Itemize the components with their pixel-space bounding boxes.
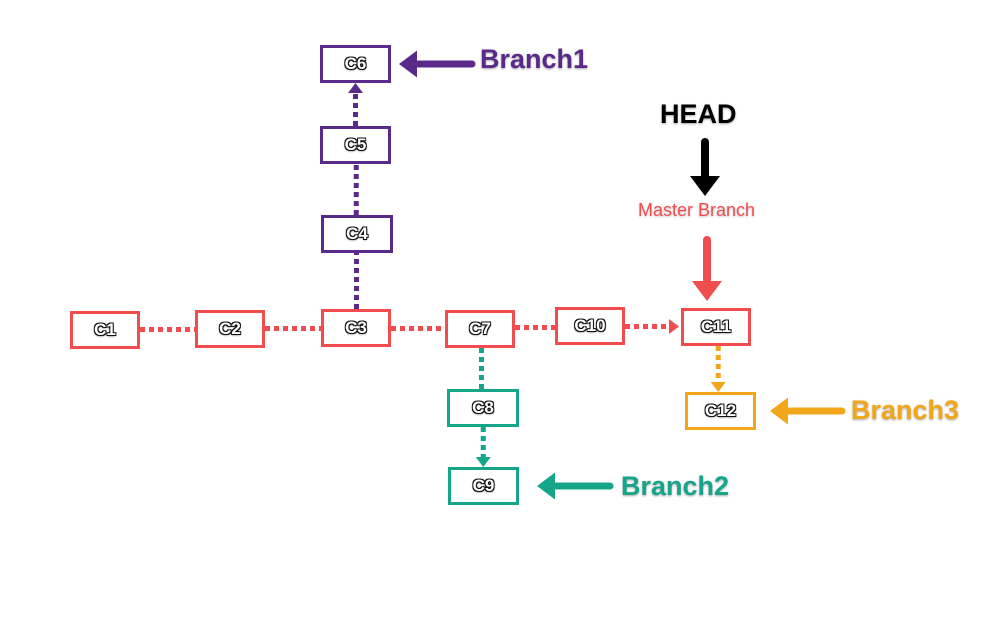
branch3-pointer-arrowhead — [770, 397, 788, 425]
head-pointer-arrowhead — [690, 176, 720, 196]
commit-c1: C1 — [70, 311, 140, 349]
head-label: HEAD — [660, 99, 737, 129]
commit-c4: C4 — [321, 215, 393, 253]
branch3-label: Branch3 — [851, 395, 960, 425]
commit-c12: C12 — [685, 392, 756, 430]
commit-c6: C6 — [320, 45, 391, 83]
commit-c5: C5 — [320, 126, 391, 164]
edge-c11-c12-arrowhead — [710, 382, 726, 392]
commit-c11: C11 — [681, 308, 751, 346]
commit-c3: C3 — [321, 309, 391, 347]
master-branch-label: Master Branch — [638, 200, 756, 220]
edge-c5-c6-arrowhead — [348, 83, 363, 93]
master-pointer-arrowhead — [692, 281, 722, 301]
edge-c8-c9-arrowhead — [475, 457, 491, 467]
commit-c7: C7 — [445, 310, 515, 348]
edge-c10-c11-arrowhead — [669, 319, 679, 334]
branch2-label: Branch2 — [621, 471, 730, 501]
commit-c9: C9 — [448, 467, 519, 505]
commit-c10: C10 — [555, 307, 625, 345]
branch1-label: Branch1 — [480, 44, 589, 74]
commit-c8: C8 — [447, 389, 519, 427]
commit-c2: C2 — [195, 310, 265, 348]
branch2-pointer-arrowhead — [537, 472, 555, 500]
branch1-pointer-arrowhead — [399, 50, 417, 78]
